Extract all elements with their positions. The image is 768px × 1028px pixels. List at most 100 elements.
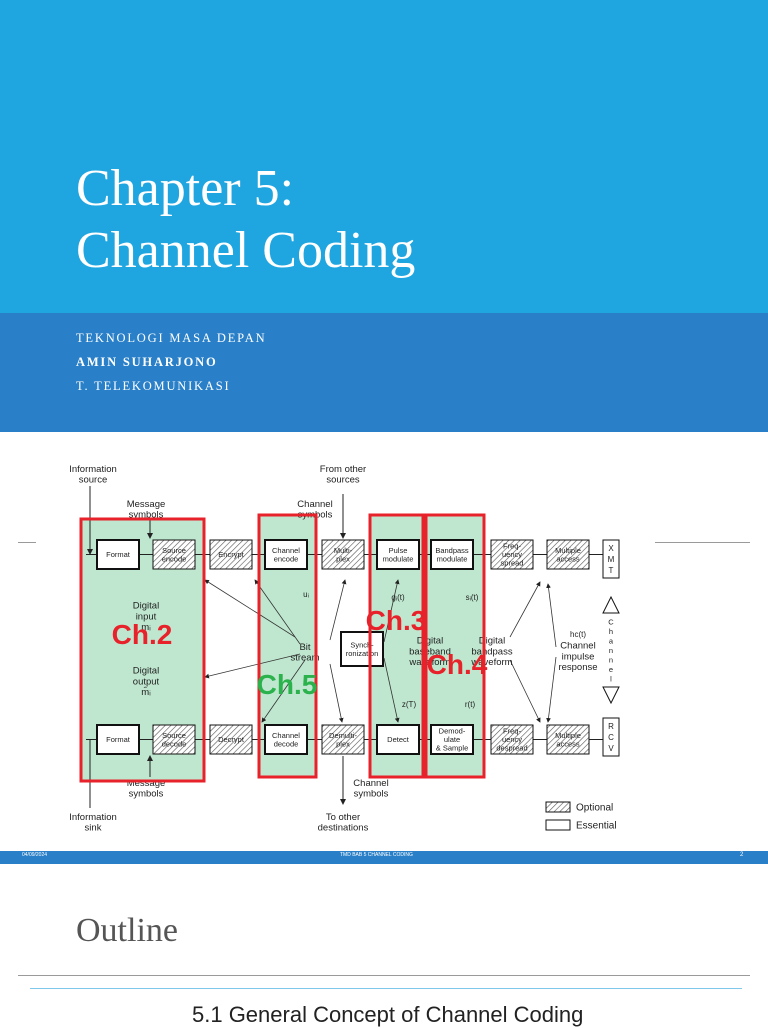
xmt-box	[602, 539, 620, 579]
outline-item: 5.1 General Concept of Channel Coding	[192, 1002, 584, 1027]
xmt-letter: T	[609, 566, 614, 575]
slide-title: Chapter 5: Channel Coding	[76, 158, 415, 282]
channel-letter: C	[608, 618, 614, 627]
rx-block-4	[264, 724, 308, 755]
tx-block-6	[376, 539, 420, 570]
ch4-outline	[424, 513, 486, 779]
sync-arrow	[546, 656, 557, 723]
legend-essential-label: Essential	[576, 821, 617, 832]
sync-arrow	[329, 663, 344, 723]
outline-accent-line	[30, 988, 742, 989]
rx-block-5	[321, 724, 365, 755]
legend-optional-swatch	[545, 801, 571, 813]
sync-arrow	[509, 581, 541, 638]
rx-block-2	[152, 724, 196, 755]
slide-rule-right	[655, 542, 750, 543]
chapter-label-ch5: Ch.5	[257, 669, 318, 700]
footer-page-number: 2	[740, 852, 744, 858]
s-i-label: sᵢ(t)	[466, 593, 479, 602]
ch3-outline	[368, 513, 425, 779]
sync-arrow	[383, 579, 400, 643]
rx-block-label-1: Format	[106, 735, 131, 744]
rx-block-label-5: Demulti-plex	[329, 731, 357, 748]
r-t-label: r(t)	[465, 700, 476, 709]
tx-block-label-1: Format	[106, 550, 131, 559]
channel-letter: l	[610, 675, 612, 684]
title-band	[0, 0, 768, 313]
channel-letter: a	[609, 637, 614, 646]
tx-block-1	[96, 539, 140, 570]
rcv-letter: C	[608, 733, 614, 742]
rx-block-1	[96, 724, 140, 755]
subtitle-department: T. TELEKOMUNIKASI	[76, 379, 231, 393]
sync-block-label: Synch-ronization	[346, 640, 379, 657]
outline-slide: Outline 5.1 General Concept of Channel C…	[0, 864, 768, 1027]
subtitle-course: TEKNOLOGI MASA DEPAN	[76, 331, 267, 345]
rcv-letter: R	[608, 722, 614, 731]
channel-letter: h	[609, 627, 613, 636]
sync-arrow	[329, 579, 347, 641]
title-slide: Chapter 5: Channel Coding TEKNOLOGI MASA…	[0, 0, 768, 432]
chapter-label-ch2: Ch.2	[112, 619, 173, 650]
sync-arrow	[261, 659, 306, 723]
tx-block-8	[490, 539, 534, 570]
slide-footer	[0, 851, 768, 864]
rcv-letter: V	[608, 744, 614, 753]
h-c-label: hᴄ(t)	[570, 630, 586, 639]
chapter-label-ch3: Ch.3	[366, 605, 427, 636]
channel-letter: e	[609, 665, 613, 674]
ch5-outline	[257, 513, 318, 779]
legend-essential-swatch	[545, 819, 571, 831]
channel-letter: n	[609, 656, 613, 665]
title-line-2: Channel Coding	[76, 222, 416, 279]
z-t-label: z(T)	[402, 700, 417, 709]
title-line-1: Chapter 5:	[76, 160, 295, 217]
rx-block-9	[546, 724, 590, 755]
sync-arrow	[204, 579, 296, 638]
rx-block-3	[209, 724, 253, 755]
outline-divider	[18, 975, 750, 976]
sync-arrow	[509, 659, 541, 723]
footer-date: 04/09/2024	[22, 852, 48, 858]
rx-block-8	[490, 724, 534, 755]
chapter-label-ch4: Ch.4	[427, 649, 488, 680]
sync-arrow	[204, 653, 301, 679]
u-i-label: uᵢ	[303, 590, 309, 599]
rx-block-label-6: Detect	[387, 735, 410, 744]
tx-block-4	[264, 539, 308, 570]
sync-arrow	[546, 583, 557, 648]
g-i-label: gᵢ(t)	[391, 593, 405, 602]
tx-block-label-5: Multi-plex	[334, 546, 353, 563]
rx-block-label-3: Decrypt	[218, 735, 245, 744]
transmit-antenna-icon	[602, 595, 620, 614]
tx-block-label-3: Encrypt	[218, 550, 244, 559]
subtitle-author: AMIN SUHARJONO	[76, 355, 218, 369]
subtitle-band	[0, 313, 768, 432]
tx-block-5	[321, 539, 365, 570]
tx-block-7	[430, 539, 474, 570]
rx-block-7	[430, 724, 474, 755]
slide-rule-left	[18, 542, 38, 543]
